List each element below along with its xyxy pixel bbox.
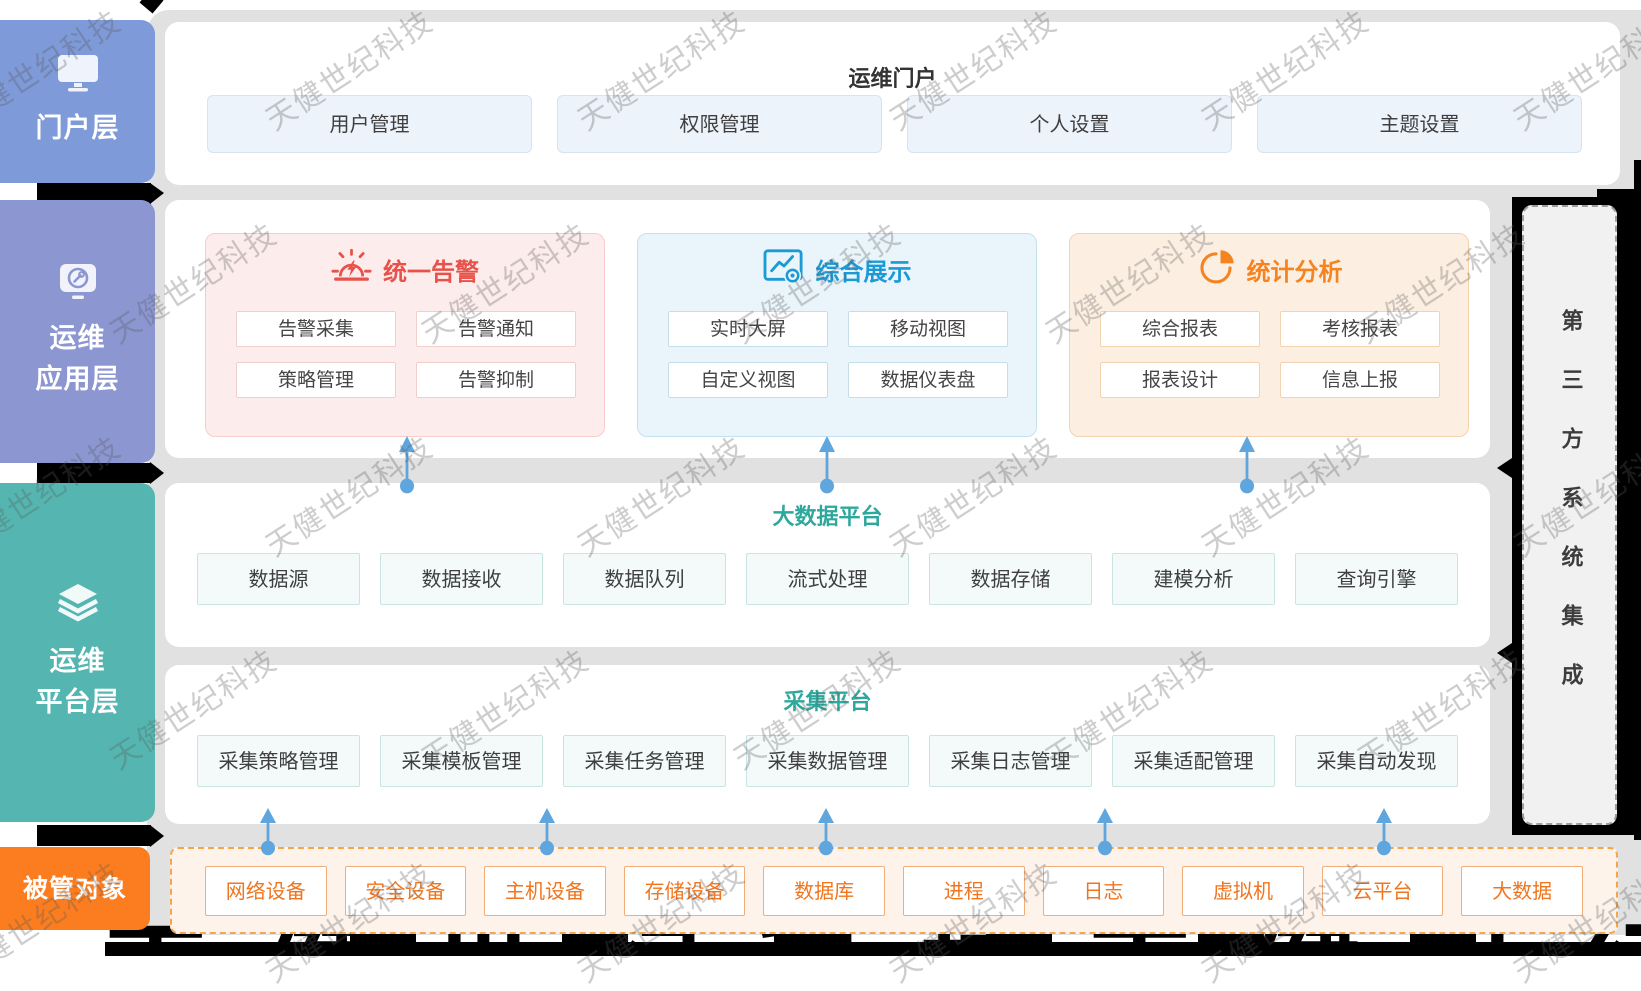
- portal-title: 运维门户: [848, 67, 937, 92]
- up-arrow-connector: [1237, 436, 1257, 494]
- managed-objects-box: 网络设备 安全设备 主机设备 存储设备 数据库 进程 日志 虚拟机 云平台 大数…: [170, 847, 1618, 934]
- sidebar-layer-managed: 被管对象: [0, 847, 150, 930]
- thirdparty-label: 第三方系统集成: [1557, 308, 1583, 722]
- monitor-icon: [55, 53, 101, 97]
- managed-item-database[interactable]: 数据库: [763, 865, 885, 916]
- up-arrow-connector: [1374, 808, 1394, 856]
- black-artifact-edge: [1634, 160, 1641, 840]
- managed-item-cloud-platform[interactable]: 云平台: [1321, 865, 1444, 916]
- alert-item-suppress[interactable]: 告警抑制: [416, 362, 576, 398]
- stats-item-assessment-report[interactable]: 考核报表: [1280, 311, 1440, 347]
- display-item-mobile-view[interactable]: 移动视图: [848, 311, 1008, 347]
- pie-chart-icon: [1196, 248, 1236, 290]
- display-item-dashboard[interactable]: 数据仪表盘: [848, 362, 1008, 398]
- collect-item-adapter-mgmt[interactable]: 采集适配管理: [1112, 735, 1275, 787]
- black-artifact-notch: [1497, 458, 1512, 478]
- display-chart-icon: [763, 248, 805, 290]
- bigdata-item-modeling-analysis[interactable]: 建模分析: [1112, 553, 1275, 605]
- sidebar-layer-apps: 运维 应用层: [0, 200, 155, 463]
- bigdata-title: 大数据平台: [772, 505, 883, 530]
- alert-item-collect[interactable]: 告警采集: [236, 311, 396, 347]
- black-artifact-tip: [150, 183, 164, 204]
- sidebar-layer-platform: 运维 平台层: [0, 483, 155, 822]
- collect-item-policy-mgmt[interactable]: 采集策略管理: [197, 735, 360, 787]
- layer-label: 应用层: [35, 363, 120, 395]
- managed-item-network-device[interactable]: 网络设备: [205, 865, 327, 916]
- black-artifact-tip: [150, 462, 164, 484]
- card-unified-alert: 统一告警 告警采集 告警通知 策略管理 告警抑制: [205, 233, 605, 437]
- app-layer-panel: 统一告警 告警采集 告警通知 策略管理 告警抑制 综合展示 实时大屏: [165, 200, 1490, 458]
- bigdata-item-data-storage[interactable]: 数据存储: [929, 553, 1092, 605]
- collect-item-task-mgmt[interactable]: 采集任务管理: [563, 735, 726, 787]
- app-gauge-icon: [55, 263, 101, 307]
- managed-item-storage-device[interactable]: 存储设备: [623, 865, 746, 916]
- managed-item-virtual-machine[interactable]: 虚拟机: [1182, 865, 1304, 916]
- bigdata-panel: 大数据平台 数据源 数据接收 数据队列 流式处理 数据存储 建模分析 查询引擎: [165, 483, 1490, 647]
- black-artifact-band: [37, 463, 151, 483]
- card-title: 综合展示: [815, 257, 912, 286]
- layer-label: 被管对象: [22, 873, 127, 903]
- up-arrow-connector: [397, 436, 417, 494]
- black-artifact-band: [37, 825, 151, 846]
- alert-item-notify[interactable]: 告警通知: [416, 311, 576, 347]
- bigdata-item-data-queue[interactable]: 数据队列: [563, 553, 726, 605]
- card-statistics: 统计分析 综合报表 考核报表 报表设计 信息上报: [1069, 233, 1469, 437]
- layer-label: 运维: [49, 646, 106, 677]
- collect-panel: 采集平台 采集策略管理 采集模板管理 采集任务管理 采集数据管理 采集日志管理 …: [165, 665, 1490, 824]
- layers-icon: [54, 582, 102, 630]
- layer-label: 平台层: [35, 686, 120, 718]
- managed-item-bigdata[interactable]: 大数据: [1461, 865, 1583, 916]
- thirdparty-integration-bar: 第三方系统集成: [1522, 205, 1617, 825]
- alarm-icon: [331, 248, 372, 290]
- portal-item-theme-settings[interactable]: 主题设置: [1257, 95, 1582, 153]
- managed-item-process[interactable]: 进程: [902, 865, 1025, 916]
- managed-item-security-device[interactable]: 安全设备: [344, 865, 467, 916]
- layer-label: 门户层: [35, 113, 120, 145]
- stats-item-info-upload[interactable]: 信息上报: [1280, 362, 1440, 398]
- layer-label: 运维: [49, 323, 106, 354]
- collect-item-log-mgmt[interactable]: 采集日志管理: [929, 735, 1092, 787]
- black-artifact-sliver: [1597, 189, 1641, 199]
- portal-panel: 运维门户 用户管理 权限管理 个人设置 主题设置: [165, 22, 1620, 185]
- up-arrow-connector: [816, 808, 836, 856]
- sidebar-layer-portal: 门户层: [0, 20, 155, 183]
- card-title: 统一告警: [383, 257, 479, 286]
- stats-item-comprehensive-report[interactable]: 综合报表: [1100, 311, 1260, 347]
- up-arrow-connector: [258, 808, 278, 856]
- bigdata-item-data-receive[interactable]: 数据接收: [380, 553, 543, 605]
- alert-item-policy[interactable]: 策略管理: [236, 362, 396, 398]
- up-arrow-connector: [1095, 808, 1115, 856]
- managed-item-log[interactable]: 日志: [1042, 865, 1165, 916]
- managed-item-host-device[interactable]: 主机设备: [484, 865, 606, 916]
- collect-item-data-mgmt[interactable]: 采集数据管理: [746, 735, 909, 787]
- portal-item-personal-settings[interactable]: 个人设置: [907, 95, 1232, 153]
- display-item-custom-view[interactable]: 自定义视图: [668, 362, 828, 398]
- collect-item-template-mgmt[interactable]: 采集模板管理: [380, 735, 543, 787]
- card-title: 统计分析: [1246, 257, 1343, 286]
- bigdata-item-query-engine[interactable]: 查询引擎: [1295, 553, 1458, 605]
- black-artifact-tip: [150, 825, 164, 847]
- up-arrow-connector: [817, 436, 837, 494]
- card-display: 综合展示 实时大屏 移动视图 自定义视图 数据仪表盘: [637, 233, 1037, 437]
- bigdata-item-stream-processing[interactable]: 流式处理: [746, 553, 909, 605]
- bigdata-item-datasource[interactable]: 数据源: [197, 553, 360, 605]
- collect-item-auto-discovery[interactable]: 采集自动发现: [1295, 735, 1458, 787]
- portal-item-permission-mgmt[interactable]: 权限管理: [557, 95, 882, 153]
- up-arrow-connector: [537, 808, 557, 856]
- black-artifact-bottom: [105, 942, 1641, 956]
- display-item-bigscreen[interactable]: 实时大屏: [668, 311, 828, 347]
- collect-title: 采集平台: [783, 690, 872, 715]
- black-artifact-band: [37, 183, 151, 204]
- portal-item-user-mgmt[interactable]: 用户管理: [207, 95, 532, 153]
- black-artifact-notch: [1497, 643, 1512, 663]
- stats-item-report-design[interactable]: 报表设计: [1100, 362, 1260, 398]
